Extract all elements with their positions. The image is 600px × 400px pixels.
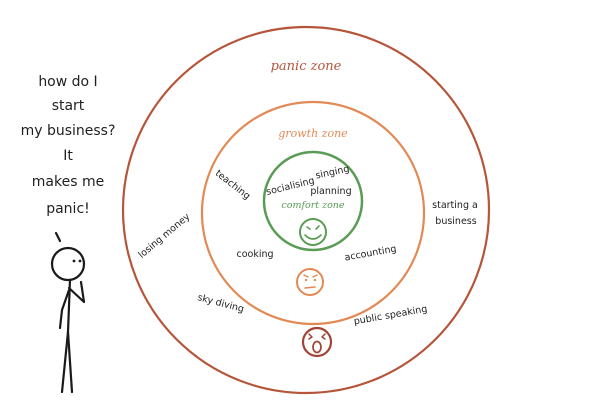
- screaming-face-icon: [301, 326, 333, 358]
- stick-figure: [50, 231, 86, 394]
- question-line-3: my business?: [21, 123, 116, 139]
- activity-losing-money: losing money: [136, 211, 192, 261]
- comfort-zone-circle: [262, 150, 364, 252]
- question-line-2: start: [52, 98, 85, 114]
- activity-accounting: accounting: [344, 244, 398, 264]
- activity-socialising: socialising: [265, 175, 316, 198]
- comfort-zone-title: comfort zone: [281, 200, 345, 211]
- growth-zone-circle: [200, 100, 426, 326]
- happy-face-icon: [299, 218, 327, 246]
- worried-face-icon: [296, 268, 324, 296]
- panic-zone-circle: [121, 25, 491, 395]
- growth-zone-title: growth zone: [278, 127, 348, 140]
- activity-cooking: cooking: [236, 249, 273, 260]
- activity-planning: planning: [310, 186, 351, 197]
- panic-zone-title: panic zone: [271, 59, 342, 74]
- question-line-6: panic!: [46, 201, 90, 217]
- question-line-4: It: [63, 148, 73, 164]
- activity-singing: singing: [315, 164, 351, 182]
- question-line-5: makes me: [32, 174, 104, 190]
- activity-teaching: teaching: [213, 168, 252, 202]
- question-line-1: how do I: [38, 74, 97, 90]
- activity-starting-business-line1: starting a: [432, 200, 478, 211]
- activity-public-speaking: public speaking: [353, 304, 428, 328]
- activity-starting-business-line2: business: [435, 216, 476, 227]
